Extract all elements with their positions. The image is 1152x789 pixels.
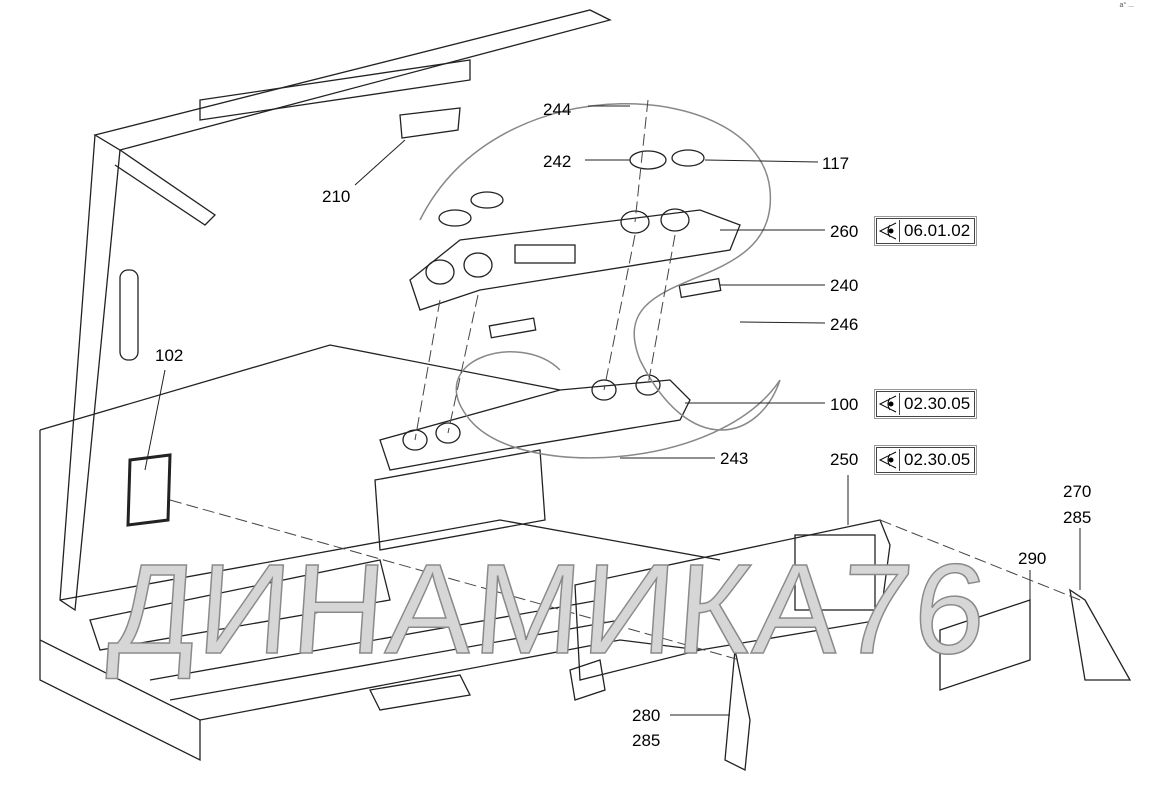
cab-frame xyxy=(39,9,721,762)
panel-260 xyxy=(409,149,741,339)
reference-link-250[interactable]: 02.30.05 xyxy=(873,445,978,475)
callout-117: 117 xyxy=(822,154,850,173)
reference-code: 02.30.05 xyxy=(904,450,971,469)
callout-260: 260 xyxy=(830,222,859,241)
callout-246: 246 xyxy=(830,315,859,334)
reference-code: 02.30.05 xyxy=(904,394,971,413)
callout-240: 240 xyxy=(830,276,859,295)
reference-code: 06.01.02 xyxy=(904,221,971,240)
callout-102: 102 xyxy=(155,346,184,365)
callout-290: 290 xyxy=(1018,549,1047,568)
callout-285-lower: 285 xyxy=(632,731,661,750)
leader-lines xyxy=(144,105,1081,716)
watermark: ДИНАМИКА76 xyxy=(104,537,993,682)
view-eye-icon xyxy=(877,393,900,415)
callout-242: 242 xyxy=(543,152,572,171)
callout-280: 280 xyxy=(632,706,661,725)
callout-100: 100 xyxy=(830,395,859,414)
reference-link-260[interactable]: 06.01.02 xyxy=(873,216,978,246)
view-eye-icon xyxy=(877,220,900,242)
reference-link-100[interactable]: 02.30.05 xyxy=(873,389,978,419)
callout-244: 244 xyxy=(543,100,572,119)
callout-285-upper: 285 xyxy=(1063,508,1092,527)
corner-mark: a° ... xyxy=(1119,2,1134,9)
callout-250: 250 xyxy=(830,450,859,469)
callout-210: 210 xyxy=(322,187,351,206)
panel-100 xyxy=(374,374,691,551)
callout-243: 243 xyxy=(720,449,749,468)
assembly-lines xyxy=(169,99,1081,661)
callout-270: 270 xyxy=(1063,482,1092,501)
view-eye-icon xyxy=(877,449,900,471)
